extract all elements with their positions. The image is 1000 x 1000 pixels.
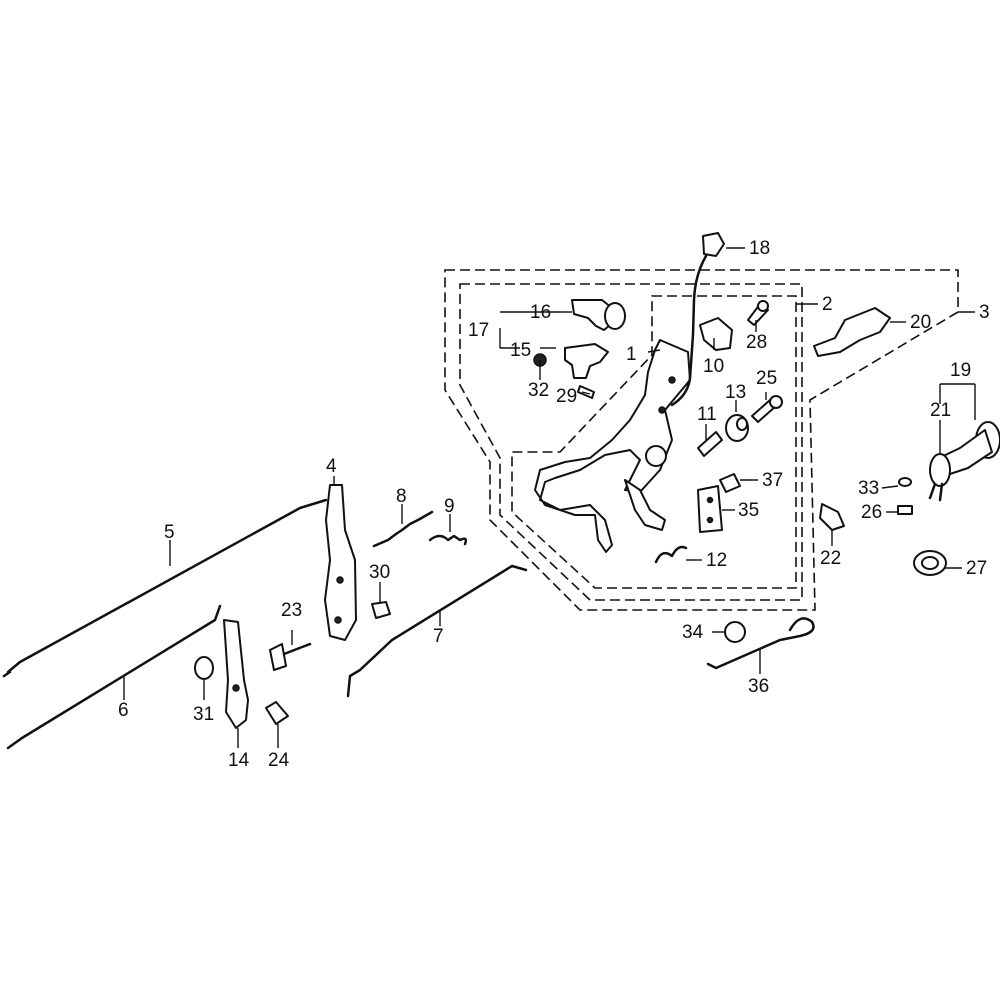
callout-3: 3: [979, 302, 990, 323]
washer-33: [898, 477, 912, 487]
choke-plate-part: [813, 307, 891, 357]
screw-29: [577, 385, 595, 399]
bolt-25: [751, 395, 783, 423]
callout-26: 26: [861, 502, 882, 523]
callout-9: 9: [444, 496, 455, 517]
callout-31: 31: [193, 704, 214, 725]
spring-9: [428, 534, 468, 546]
callout-1: 1: [626, 344, 637, 365]
bolt-24: [265, 701, 289, 725]
callout-22: 22: [820, 548, 841, 569]
spring-8: [372, 510, 434, 548]
spring-12: [654, 545, 688, 564]
callout-5: 5: [164, 522, 175, 543]
callout-8: 8: [396, 486, 407, 507]
callout-30: 30: [369, 562, 390, 583]
rod-7: [346, 564, 528, 698]
callout-24: 24: [268, 750, 290, 771]
washer-31: [194, 656, 214, 680]
clip-27: [913, 550, 947, 576]
assembly-frame-inner: [511, 295, 797, 589]
governor-arm-part: [571, 299, 626, 331]
callout-29: 29: [556, 386, 577, 407]
control-bracket-part: [534, 339, 691, 553]
plate-35: [697, 485, 723, 533]
callout-36: 36: [748, 676, 769, 697]
rod-36: [706, 617, 815, 670]
callout-15: 15: [510, 340, 531, 361]
governor-lever-part: [533, 343, 609, 379]
callout-27: 27: [966, 558, 987, 579]
callout-14: 14: [228, 750, 250, 771]
spring-11: [697, 431, 723, 457]
switch-assembly-part: [928, 421, 1000, 502]
callout-20: 20: [910, 312, 931, 333]
callout-19: 19: [950, 360, 971, 381]
nut-34: [724, 621, 746, 643]
lever-part-14: [223, 619, 249, 729]
callout-13: 13: [725, 382, 746, 403]
bolt-22: [819, 503, 845, 531]
callout-10: 10: [703, 356, 724, 377]
rod-6: [6, 604, 222, 750]
callout-32: 32: [528, 380, 549, 401]
lever-part-4: [324, 484, 357, 641]
plate-part-10: [699, 317, 733, 351]
callout-labels: 1 2 3 4 5 6 7 8 9 10 11 12 13 14 15 16 1…: [118, 238, 990, 771]
screw-23: [269, 642, 312, 671]
nut-30: [371, 601, 391, 619]
cable-clip-part: [670, 232, 725, 407]
callout-17: 17: [468, 320, 489, 341]
bolt-37: [719, 473, 741, 493]
bolt-26: [897, 505, 913, 515]
callout-25: 25: [756, 368, 777, 389]
callout-12: 12: [706, 550, 727, 571]
collar-13: [725, 414, 749, 442]
assembly-frame-middle: [459, 283, 803, 601]
callout-6: 6: [118, 700, 129, 721]
callout-37: 37: [762, 470, 783, 491]
callout-2: 2: [822, 294, 833, 315]
callout-35: 35: [738, 500, 759, 521]
callout-4: 4: [326, 456, 337, 477]
callout-23: 23: [281, 600, 302, 621]
callout-28: 28: [746, 332, 767, 353]
callout-21: 21: [930, 400, 951, 421]
callout-33: 33: [858, 478, 879, 499]
callout-18: 18: [749, 238, 770, 259]
callout-16: 16: [530, 302, 551, 323]
callout-34: 34: [682, 622, 704, 643]
callout-11: 11: [697, 404, 717, 425]
leader-lines: [123, 247, 976, 748]
bolt-28: [747, 300, 769, 326]
assembly-frame-outer: [444, 269, 959, 611]
callout-7: 7: [433, 626, 444, 647]
rod-5: [2, 498, 328, 678]
